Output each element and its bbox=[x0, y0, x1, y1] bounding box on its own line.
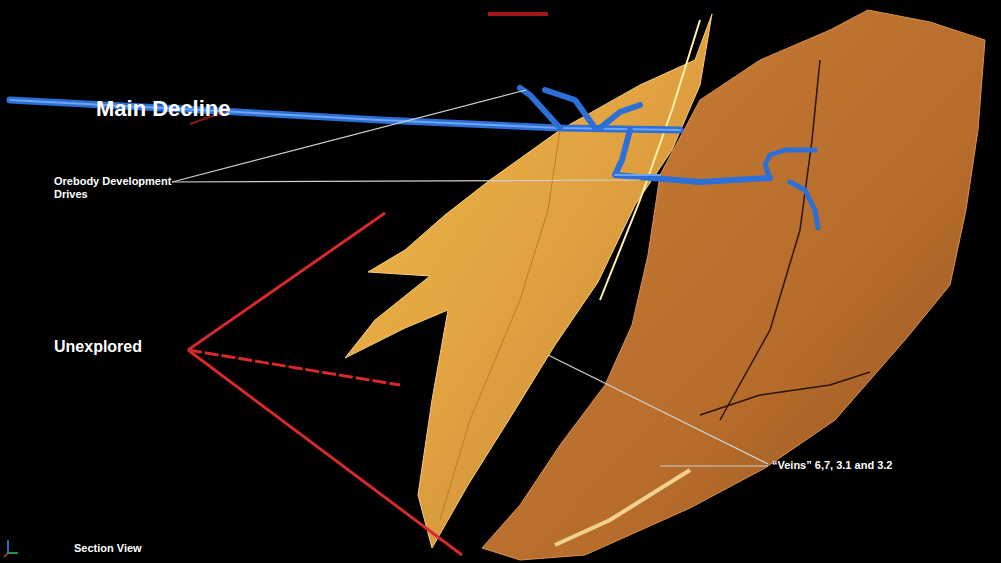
scale-mark bbox=[488, 12, 548, 16]
region-label: Unexplored bbox=[54, 338, 142, 356]
view-label: Section View bbox=[74, 542, 142, 555]
vein-split bbox=[700, 372, 870, 415]
axis-glyph bbox=[4, 540, 18, 557]
vein-edge bbox=[555, 470, 690, 545]
callout-label: Orebody Development Drives bbox=[54, 175, 172, 200]
vein-split bbox=[720, 60, 820, 420]
vein-edge bbox=[600, 20, 700, 300]
vein-solid bbox=[345, 14, 712, 548]
callout-label: Main Decline bbox=[96, 96, 230, 121]
leader-lines bbox=[172, 90, 768, 555]
tunnel-network bbox=[10, 88, 818, 228]
vein-facet bbox=[440, 130, 560, 520]
callout-label: “Veins” 6,7, 3.1 and 3.2 bbox=[772, 459, 892, 472]
